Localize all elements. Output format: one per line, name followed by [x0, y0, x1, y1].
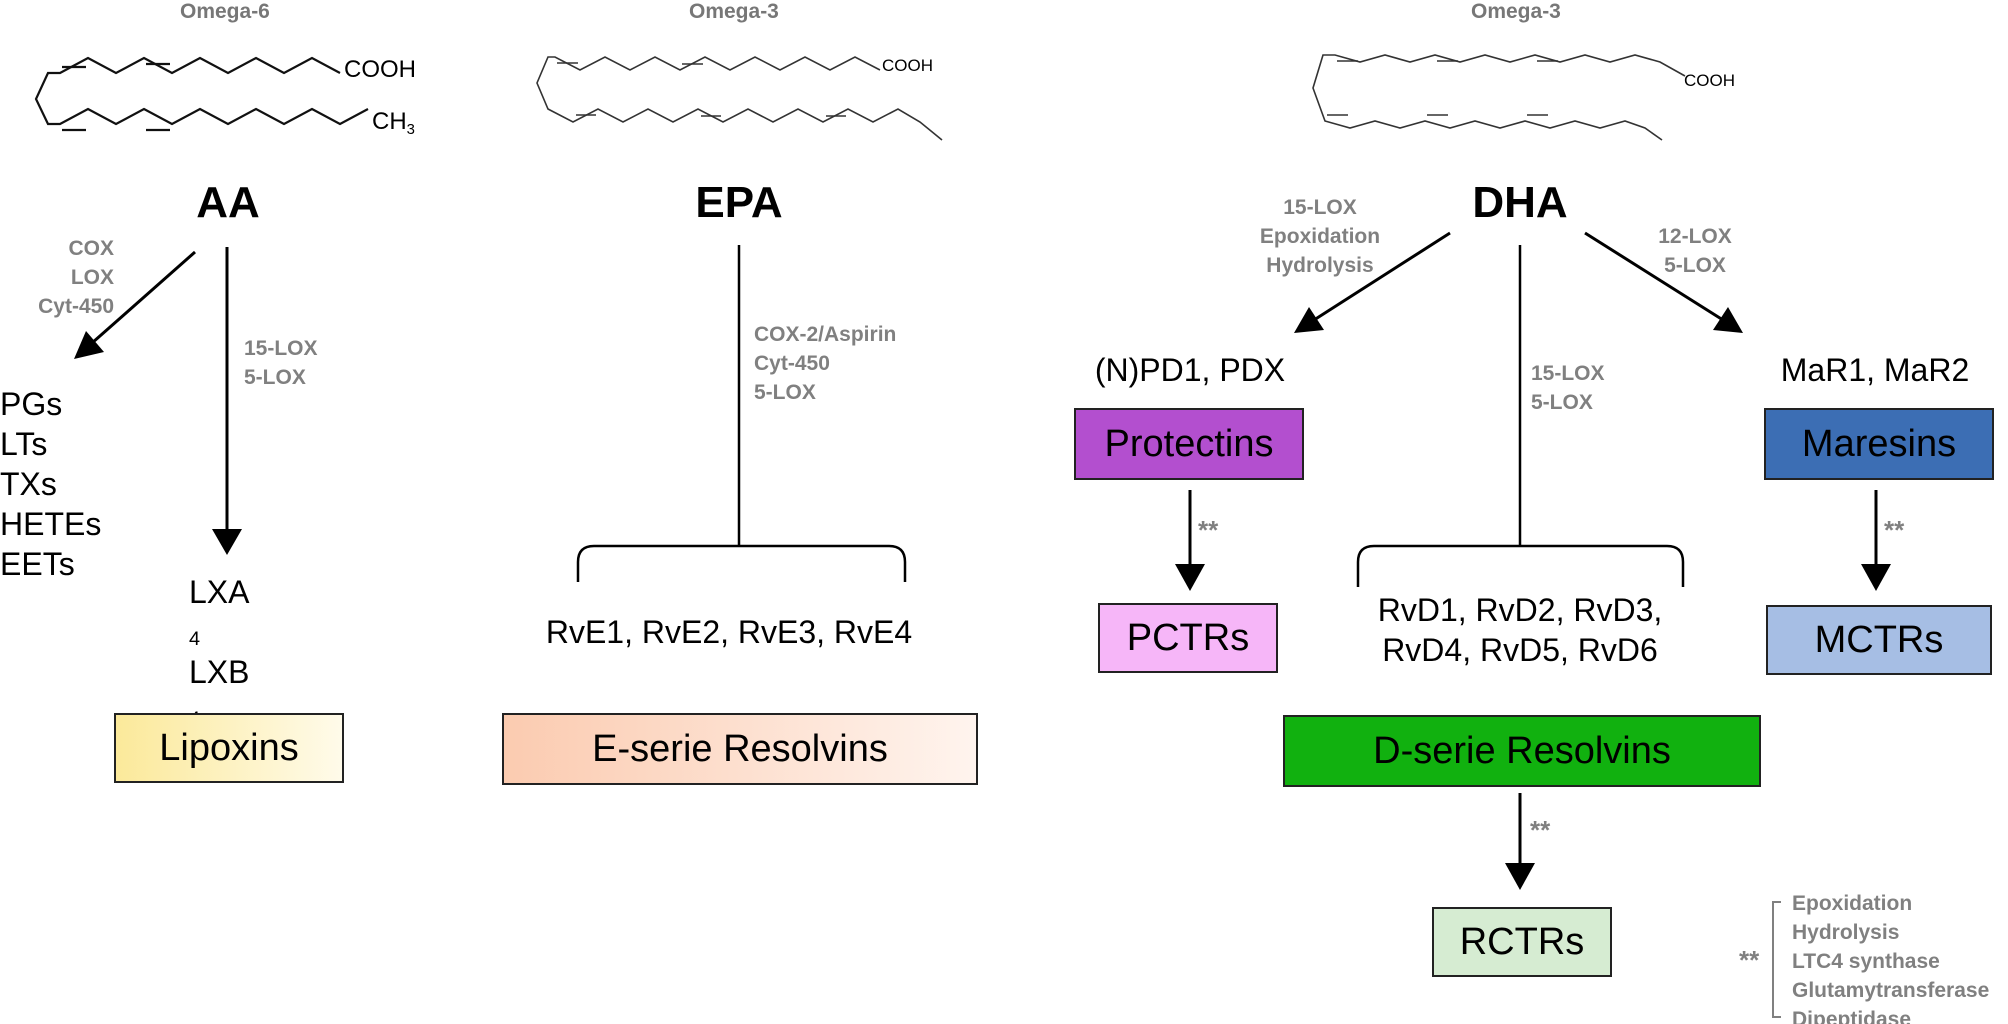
protectins-label: Protectins — [1104, 422, 1274, 465]
lxa-text: LXA — [189, 574, 250, 610]
maresins-label: Maresins — [1801, 422, 1957, 465]
epa-header: Omega-3 — [689, 0, 779, 23]
enzyme-label: Epoxidation — [1259, 225, 1381, 248]
lipoxin-products: LXA 4 LXB 4 — [189, 572, 249, 732]
footnote-marker: ** — [1739, 945, 1760, 975]
maresins-step-marker: ** — [1884, 515, 1905, 545]
aa-label: AA — [196, 178, 260, 227]
enzyme-label: COX — [68, 237, 114, 260]
enzyme-label: 15-LOX — [1531, 362, 1605, 385]
enzyme-label: LOX — [70, 266, 114, 289]
e-serie-resolvins-box: E-serie Resolvins — [502, 713, 978, 785]
footnote-list: Epoxidation Hydrolysis LTC4 synthase Glu… — [1792, 889, 1989, 1024]
protectins-box: Protectins — [1074, 408, 1304, 480]
enzyme-label: Hydrolysis — [1266, 254, 1374, 277]
enzyme-label: 5-LOX — [244, 366, 306, 389]
protectins-step-marker: ** — [1198, 515, 1219, 545]
d-serie-resolvins-box: D-serie Resolvins — [1283, 715, 1761, 787]
epa-label: EPA — [695, 178, 783, 227]
dha-enzymes-mid: 15-LOX 5-LOX — [1531, 359, 1605, 417]
dha-brace — [1356, 544, 1685, 587]
footnote-bracket — [1772, 901, 1781, 1018]
product-label: PGs — [0, 386, 63, 422]
footnote-item: Dipeptidase — [1792, 1008, 1912, 1024]
enzyme-label: Cyt-450 — [754, 352, 830, 375]
mctrs-label: MCTRs — [1814, 618, 1944, 661]
lxb-text: LXB — [189, 654, 250, 690]
maresin-products: MaR1, MaR2 — [1780, 352, 1970, 388]
dha-arrows — [1175, 231, 1891, 890]
aa-header: Omega-6 — [180, 0, 270, 23]
resolvins-step-marker: ** — [1530, 815, 1551, 845]
aa-eicosanoid-list: PGs LTs TXs HETEs EETs — [0, 384, 101, 584]
d-serie-resolvins-label: D-serie Resolvins — [1373, 729, 1671, 772]
epa-carboxyl-label: COOH — [882, 56, 933, 75]
product-label: LTs — [0, 426, 48, 462]
epa-enzymes: COX-2/Aspirin Cyt-450 5-LOX — [754, 320, 896, 407]
enzyme-label: 5-LOX — [1531, 391, 1593, 414]
product-label: EETs — [0, 546, 75, 582]
rctrs-label: RCTRs — [1459, 920, 1585, 963]
aa-enzymes-right: 15-LOX 5-LOX — [244, 334, 318, 392]
product-line: RvD1, RvD2, RvD3, — [1377, 592, 1663, 628]
lipoxins-box: Lipoxins — [114, 713, 344, 783]
enzyme-label: Cyt-450 — [38, 295, 114, 318]
aa-structure — [34, 56, 369, 132]
aa-carboxyl-label: COOH — [344, 56, 416, 83]
rctrs-box: RCTRs — [1432, 907, 1612, 977]
footnote-item: Epoxidation — [1792, 892, 1913, 915]
lipoxins-label: Lipoxins — [159, 726, 299, 769]
enzyme-label: 15-LOX — [244, 337, 318, 360]
enzyme-label: 5-LOX — [754, 381, 816, 404]
dha-enzymes-right: 12-LOX 5-LOX — [1640, 222, 1750, 280]
product-line: RvD4, RvD5, RvD6 — [1382, 632, 1658, 668]
epa-structure — [536, 56, 943, 141]
dha-structure — [1312, 54, 1686, 141]
footnote-item: Hydrolysis — [1792, 921, 1900, 944]
pctrs-box: PCTRs — [1098, 603, 1278, 673]
aa-arrows — [74, 247, 242, 555]
enzyme-label: 5-LOX — [1664, 254, 1726, 277]
enzyme-label: 12-LOX — [1658, 225, 1732, 248]
dha-carboxyl-label: COOH — [1684, 71, 1735, 90]
mctrs-box: MCTRs — [1766, 605, 1992, 675]
dha-header: Omega-3 — [1471, 0, 1561, 23]
epa-branch — [576, 245, 907, 582]
e-serie-resolvins-label: E-serie Resolvins — [592, 727, 888, 770]
footnote-item: Glutamytransferase — [1792, 979, 1990, 1002]
e-resolvin-products: RvE1, RvE2, RvE3, RvE4 — [545, 614, 913, 650]
enzyme-label: 15-LOX — [1283, 196, 1357, 219]
lxa4-label: LXA 4 — [189, 572, 249, 652]
aa-methyl-subscript: 3 — [406, 122, 415, 139]
maresins-box: Maresins — [1764, 408, 1994, 480]
footnote-item: LTC4 synthase — [1792, 950, 1940, 973]
product-label: TXs — [0, 466, 57, 502]
aa-enzymes-left: COX LOX Cyt-450 — [0, 234, 114, 321]
dha-label: DHA — [1472, 178, 1568, 227]
product-label: HETEs — [0, 506, 102, 542]
enzyme-label: COX-2/Aspirin — [754, 323, 897, 346]
d-resolvin-products: RvD1, RvD2, RvD3, RvD4, RvD5, RvD6 — [1320, 590, 1720, 670]
dha-enzymes-left: 15-LOX Epoxidation Hydrolysis — [1240, 193, 1400, 280]
protectin-products: (N)PD1, PDX — [1094, 352, 1286, 388]
pctrs-label: PCTRs — [1126, 616, 1250, 659]
aa-methyl-text: CH — [372, 108, 407, 135]
aa-methyl-label: CH3 — [372, 108, 415, 139]
lxa-subscript: 4 — [189, 627, 201, 650]
